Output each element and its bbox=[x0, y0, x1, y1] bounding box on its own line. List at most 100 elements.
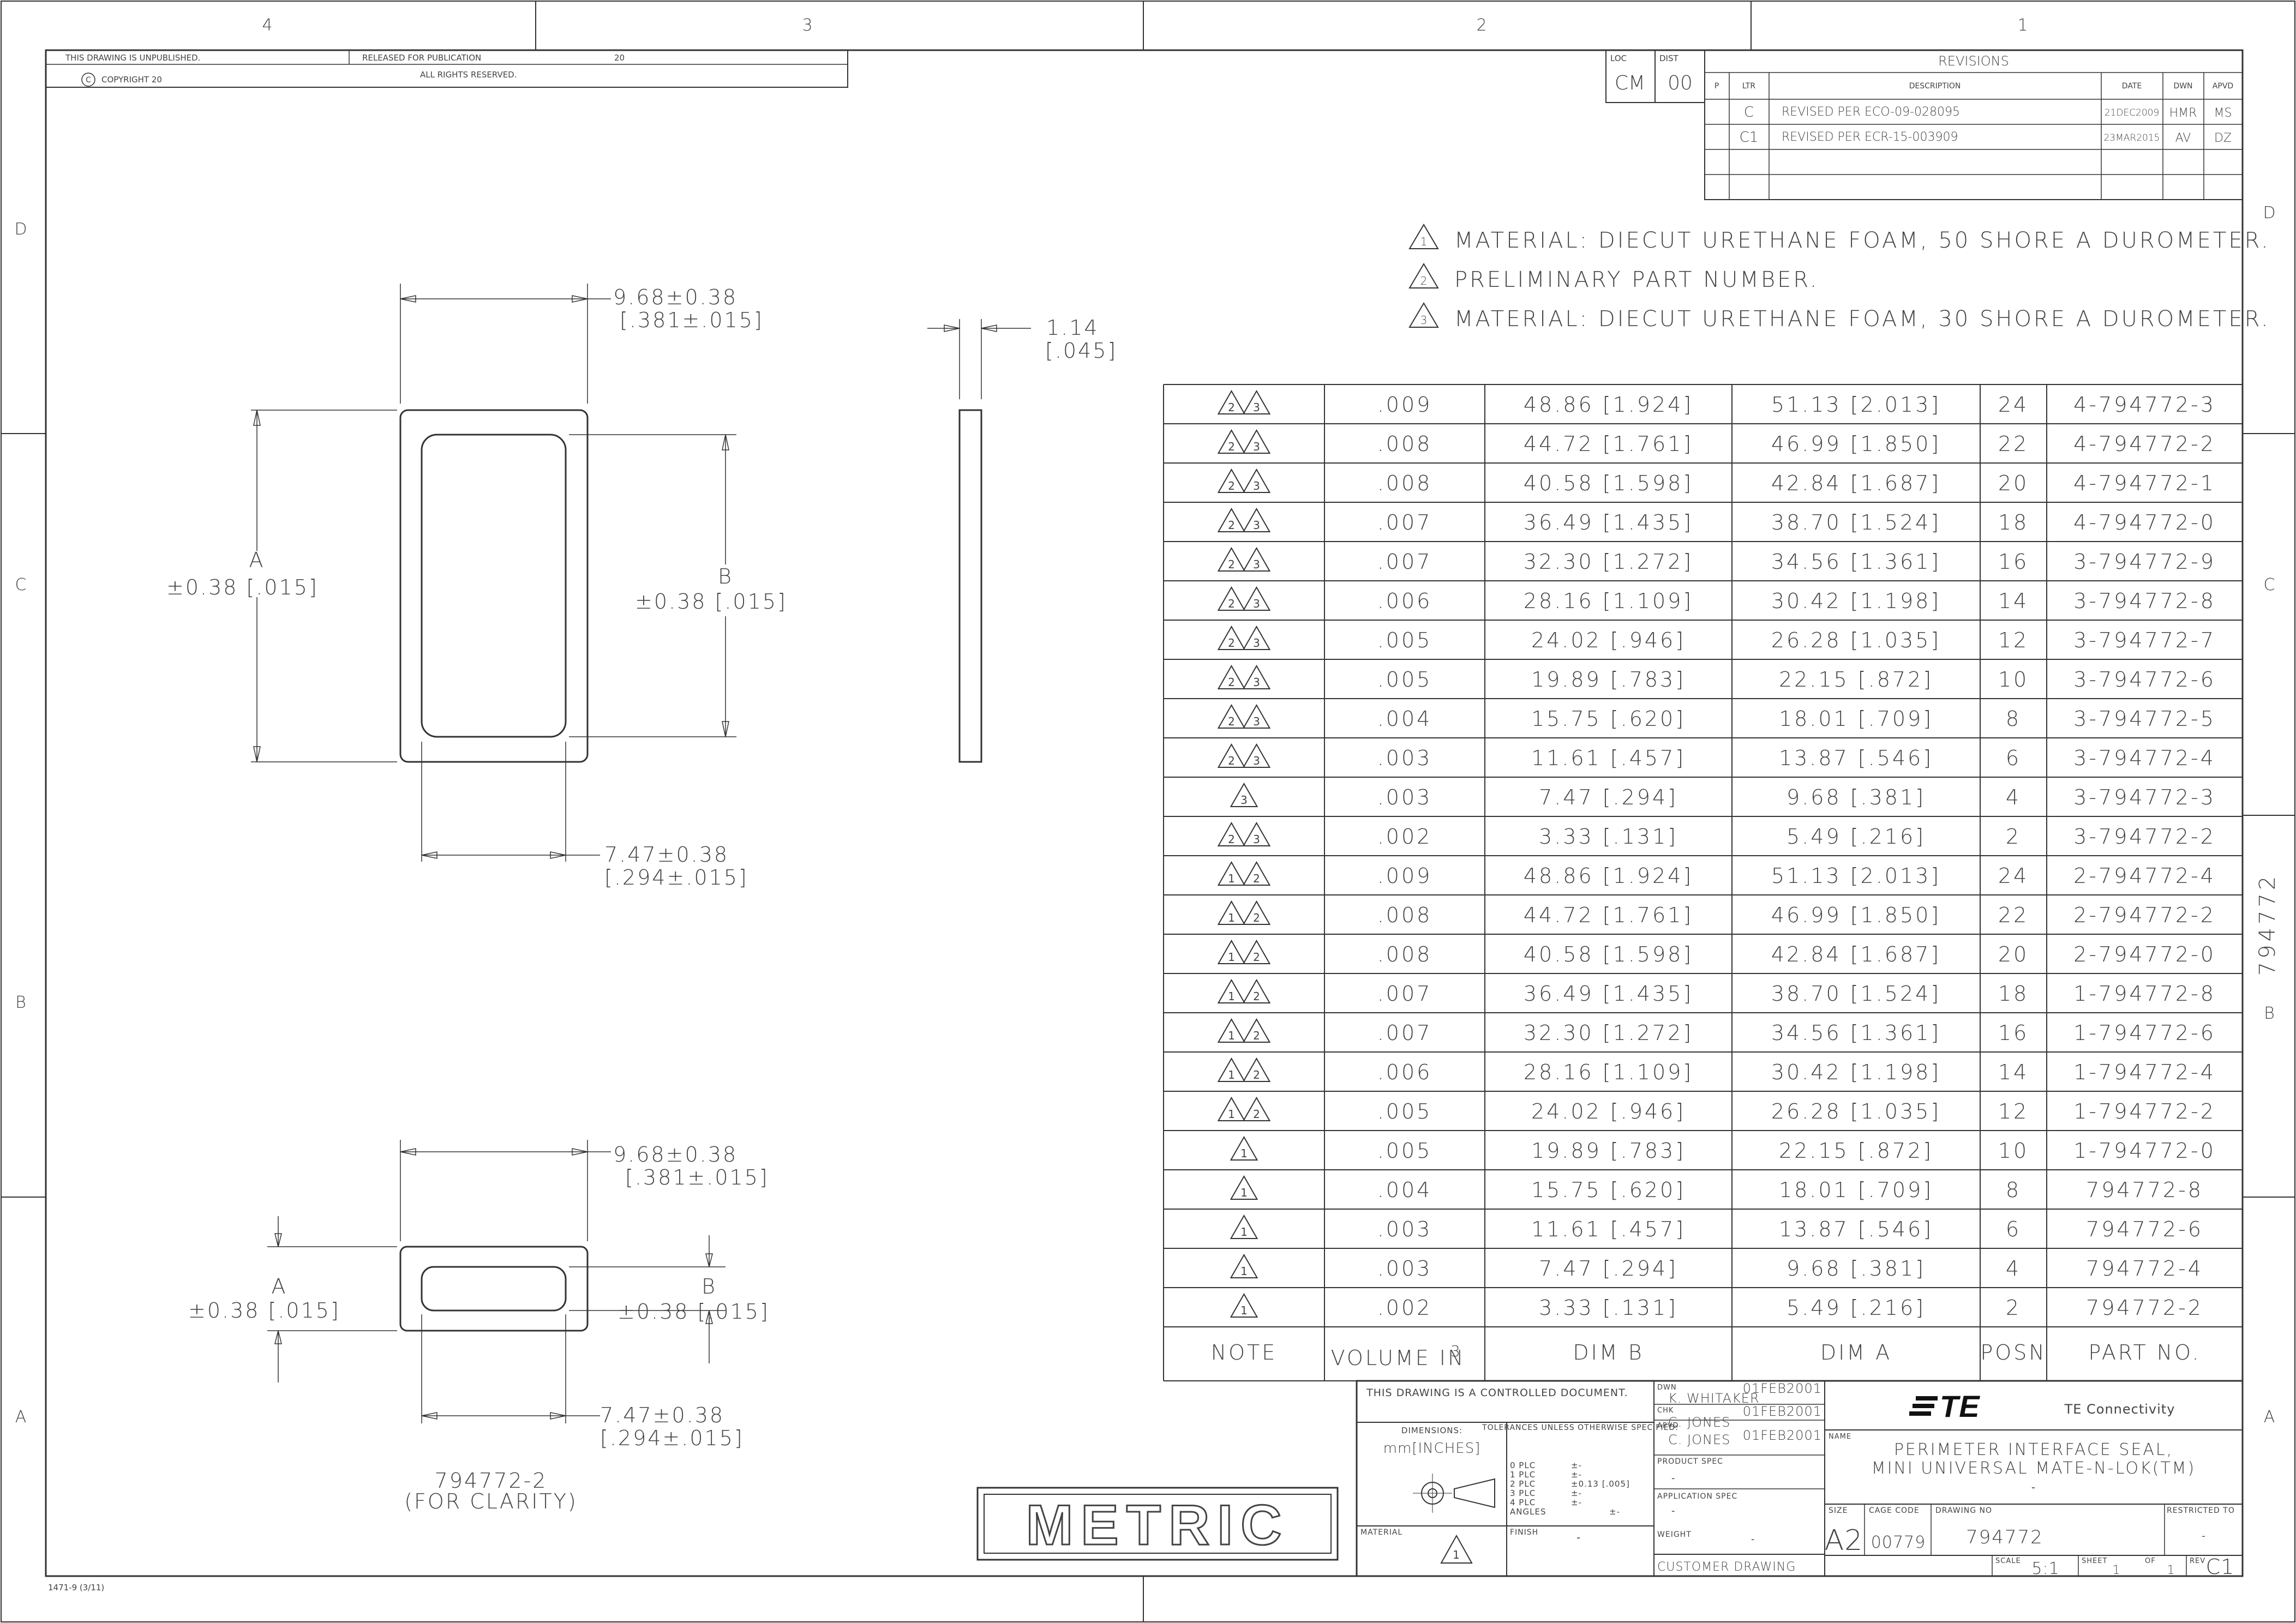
svg-text:3: 3 bbox=[1420, 314, 1428, 327]
posn-cell: 12 bbox=[1998, 1099, 2029, 1123]
tolerance-key: ANGLES bbox=[1510, 1507, 1546, 1517]
volume-cell: .007 bbox=[1377, 550, 1432, 574]
part-number-cell: 794772-4 bbox=[2086, 1257, 2203, 1281]
restricted-label: RESTRICTED TO bbox=[2167, 1506, 2235, 1515]
header-volume: VOLUME IN bbox=[1331, 1346, 1466, 1370]
dim-a-cell: 22.15 [.872] bbox=[1779, 668, 1933, 692]
note-flag-number: 2 bbox=[1228, 597, 1235, 610]
posn-cell: 12 bbox=[1998, 628, 2029, 652]
dim-a-cell: 46.99 [1.850] bbox=[1771, 903, 1941, 927]
posn-cell: 14 bbox=[1998, 1060, 2029, 1084]
dim-inner-width-inch: [.294±.015] bbox=[604, 865, 748, 889]
dim-b-cell: 32.30 [1.272] bbox=[1524, 1021, 1693, 1045]
part-name-line2: MINI UNIVERSAL MATE-N-LOK(TM) bbox=[1872, 1459, 2196, 1478]
dim-a-cell: 5.49 [.216] bbox=[1787, 1296, 1926, 1320]
seal-side-view bbox=[927, 319, 1031, 763]
controlled-document-text: THIS DRAWING IS A CONTROLLED DOCUMENT. bbox=[1366, 1387, 1628, 1399]
dim-b-cell: 48.86 [1.924] bbox=[1524, 864, 1693, 888]
part-number-cell: 3-794772-7 bbox=[2073, 628, 2216, 652]
note-flag-icon: 1 bbox=[1217, 900, 1246, 925]
volume-cell: .005 bbox=[1377, 1139, 1432, 1163]
tolerance-key: 3 PLC bbox=[1510, 1488, 1536, 1498]
note-flag-number: 2 bbox=[1253, 911, 1260, 924]
rev-header-apvd: APVD bbox=[2213, 82, 2233, 91]
clarity-caption: (FOR CLARITY) bbox=[404, 1489, 578, 1513]
tolerance-list: 0 PLC±-1 PLC±-2 PLC±0.13 [.005]3 PLC±-4 … bbox=[1510, 1460, 1629, 1517]
part-number-cell: 4-794772-3 bbox=[2073, 393, 2216, 417]
volume-cell: .003 bbox=[1377, 785, 1432, 809]
weight-value: - bbox=[1751, 1534, 1755, 1545]
dim-b-cell: 15.75 [.620] bbox=[1531, 707, 1686, 731]
apvd-name: C. JONES bbox=[1668, 1432, 1730, 1447]
application-spec-value: - bbox=[1671, 1505, 1676, 1517]
note-flag-icon: 1 bbox=[1217, 939, 1246, 964]
clarity-dim-a-label: A bbox=[272, 1275, 287, 1299]
dim-b-tolerance: ±0.38 [.015] bbox=[635, 590, 787, 614]
material-note-flag-icon bbox=[1440, 1534, 1473, 1564]
rev-row-description: REVISED PER ECR-15-003909 bbox=[1782, 130, 1958, 144]
volume-cell: .008 bbox=[1377, 903, 1432, 927]
of-label: OF bbox=[2145, 1557, 2156, 1565]
posn-cell: 8 bbox=[2006, 707, 2021, 731]
note-flag-icon: 2 bbox=[1242, 900, 1271, 925]
note-flag-icon: 2 bbox=[1217, 468, 1246, 493]
part-number-cell: 1-794772-8 bbox=[2073, 982, 2216, 1006]
part-number-cell: 3-794772-8 bbox=[2073, 589, 2216, 613]
note-flag-number: 3 bbox=[1253, 479, 1260, 492]
seal-side-outline bbox=[958, 409, 982, 763]
note-flag-number: 3 bbox=[1253, 636, 1260, 650]
dim-width: 9.68±0.38 bbox=[613, 285, 738, 309]
rev-row-apvd: MS bbox=[2214, 106, 2232, 120]
note-flag-number: 2 bbox=[1228, 676, 1235, 689]
note-flag-icon bbox=[1408, 302, 1439, 328]
note-flag-number: 1 bbox=[1228, 1108, 1235, 1121]
note-flag-icon: 3 bbox=[1242, 429, 1271, 454]
svg-text:2: 2 bbox=[1420, 274, 1428, 287]
part-number-cell: 3-794772-2 bbox=[2073, 825, 2216, 849]
dim-a-cell: 30.42 [1.198] bbox=[1771, 1060, 1941, 1084]
dim-b-cell: 19.89 [.783] bbox=[1531, 668, 1686, 692]
note-flag-number: 2 bbox=[1228, 479, 1235, 492]
dim-a-cell: 9.68 [.381] bbox=[1787, 1257, 1926, 1281]
note-flag-number: 2 bbox=[1253, 1029, 1260, 1042]
part-number-cell: 1-794772-4 bbox=[2073, 1060, 2216, 1084]
dim-b-cell: 32.30 [1.272] bbox=[1524, 550, 1693, 574]
note-flag-icon: 2 bbox=[1217, 586, 1246, 611]
dim-b-cell: 19.89 [.783] bbox=[1531, 1139, 1686, 1163]
note-flag-icon: 3 bbox=[1242, 704, 1271, 729]
product-spec-label: PRODUCT SPEC bbox=[1657, 1457, 1723, 1466]
dwn-label: DWN bbox=[1657, 1384, 1677, 1392]
dim-thickness-inch: [.045] bbox=[1045, 339, 1117, 363]
posn-cell: 16 bbox=[1998, 1021, 2029, 1045]
clarity-dim-inner-width: 7.47±0.38 bbox=[600, 1403, 724, 1427]
volume-cell: .008 bbox=[1377, 942, 1432, 966]
note-flag-icon: 1 bbox=[1230, 1214, 1258, 1239]
company-name: TE Connectivity bbox=[2064, 1402, 2175, 1417]
part-number-cell: 1-794772-6 bbox=[2073, 1021, 2216, 1045]
clarity-dim-width: 9.68±0.38 bbox=[613, 1143, 738, 1167]
dim-a-cell: 34.56 [1.361] bbox=[1771, 550, 1941, 574]
copyright-text: COPYRIGHT 20 bbox=[101, 75, 162, 85]
sheet-value: 1 bbox=[2113, 1564, 2121, 1577]
release-year: 20 bbox=[614, 53, 625, 63]
volume-cell: .009 bbox=[1377, 393, 1432, 417]
revisions-title: REVISIONS bbox=[1938, 53, 2009, 69]
side-drawing-number: 794772 bbox=[2255, 873, 2280, 976]
volume-cell: .006 bbox=[1377, 1060, 1432, 1084]
part-number-cell: 3-794772-9 bbox=[2073, 550, 2216, 574]
notes-list: 1 MATERIAL: DIECUT URETHANE FOAM, 50 SHO… bbox=[1408, 224, 2268, 332]
note-flag-icon bbox=[1408, 224, 1439, 249]
clarity-dim-width-inch: [.381±.015] bbox=[625, 1165, 769, 1189]
te-logo-text: TE bbox=[1940, 1389, 1980, 1423]
tolerance-key: 2 PLC bbox=[1510, 1479, 1536, 1489]
posn-cell: 18 bbox=[1998, 982, 2029, 1006]
clarity-inner-outline bbox=[421, 1266, 567, 1312]
dim-b-cell: 24.02 [.946] bbox=[1531, 628, 1686, 652]
posn-cell: 2 bbox=[2006, 1296, 2021, 1320]
note-flag-icon: 1 bbox=[1217, 1018, 1246, 1043]
rev-row-dwn: AV bbox=[2175, 131, 2191, 145]
dim-b-cell: 3.33 [.131] bbox=[1539, 825, 1678, 849]
dim-b-cell: 11.61 [.457] bbox=[1531, 746, 1686, 770]
customer-drawing-label: CUSTOMER DRAWING bbox=[1657, 1560, 1796, 1574]
volume-cell: .008 bbox=[1377, 432, 1432, 456]
